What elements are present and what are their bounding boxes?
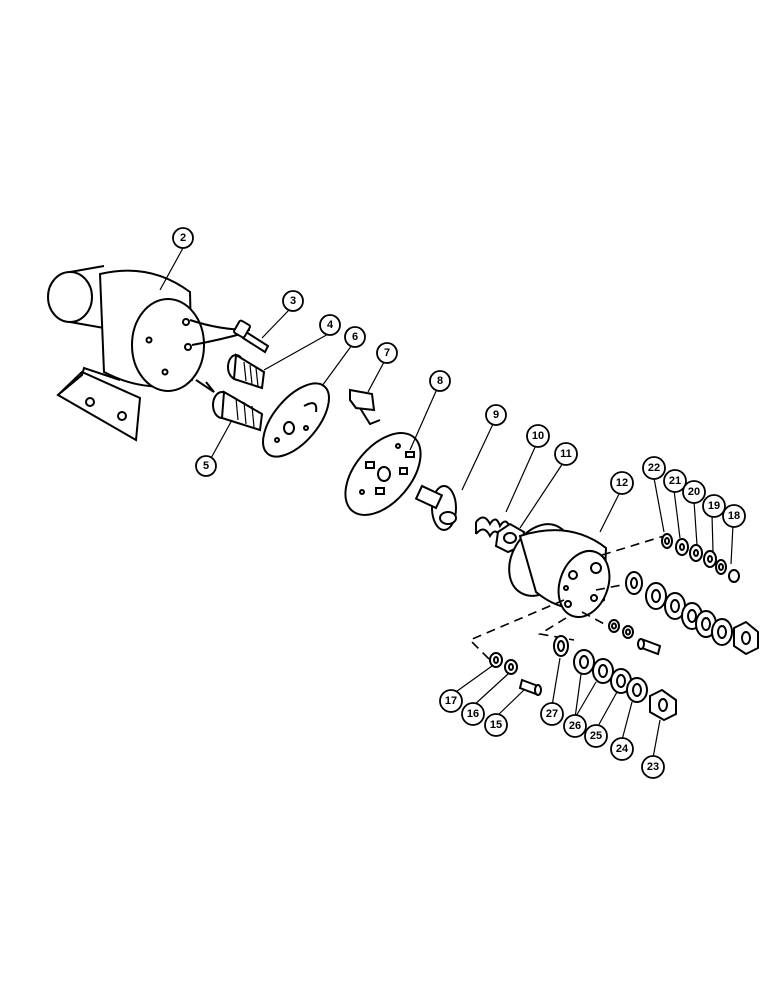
callout-23: 23: [641, 755, 665, 779]
svg-text:11: 11: [560, 448, 572, 460]
callout-11: 11: [554, 442, 578, 466]
callout-22: 22: [642, 456, 666, 480]
callout-27: 27: [540, 702, 564, 726]
callout-6: 6: [344, 326, 366, 348]
small-hardware-center: [608, 619, 662, 656]
callout-2: 2: [172, 227, 194, 249]
svg-text:6: 6: [352, 331, 358, 343]
svg-text:12: 12: [616, 477, 628, 489]
callout-25: 25: [584, 724, 608, 748]
svg-text:27: 27: [546, 708, 558, 720]
svg-text:17: 17: [445, 695, 457, 707]
callout-19: 19: [702, 494, 726, 518]
callout-17: 17: [439, 689, 463, 713]
leader-lines: [159, 247, 734, 759]
svg-text:10: 10: [532, 430, 544, 442]
svg-text:18: 18: [728, 510, 740, 522]
svg-text:20: 20: [688, 486, 700, 498]
stud-5: [212, 390, 264, 432]
svg-text:19: 19: [708, 500, 720, 512]
callout-12: 12: [610, 471, 634, 495]
svg-text:21: 21: [669, 475, 681, 487]
callout-21: 21: [663, 469, 687, 493]
svg-text:25: 25: [590, 730, 602, 742]
svg-text:7: 7: [384, 347, 390, 359]
svg-text:3: 3: [290, 295, 296, 307]
svg-text:8: 8: [437, 375, 443, 387]
callout-15: 15: [484, 713, 508, 737]
svg-text:15: 15: [490, 719, 502, 731]
callout-18: 18: [722, 504, 746, 528]
washer-stack-middle: [625, 571, 759, 656]
callout-10: 10: [526, 424, 550, 448]
svg-text:9: 9: [493, 409, 499, 421]
stud-4: [227, 353, 266, 390]
svg-text:26: 26: [569, 720, 581, 732]
svg-text:22: 22: [648, 462, 660, 474]
disc-6: [262, 382, 330, 458]
plunger-9: [414, 484, 457, 531]
callout-20: 20: [682, 480, 706, 504]
svg-text:16: 16: [467, 708, 479, 720]
callout-7: 7: [376, 342, 398, 364]
disc-8: [344, 432, 422, 516]
callout-16: 16: [461, 702, 485, 726]
svg-text:5: 5: [203, 460, 209, 472]
callout-8: 8: [429, 370, 451, 392]
washer-stack-upper: [661, 533, 740, 583]
washer-stack-lower: [553, 635, 677, 722]
clip-7: [349, 388, 381, 426]
svg-text:4: 4: [327, 319, 334, 331]
svg-text:2: 2: [180, 232, 186, 244]
solenoid-body: [47, 265, 251, 442]
cap-housing-12: [508, 523, 611, 618]
screw-3: [233, 319, 270, 354]
svg-text:24: 24: [616, 743, 629, 755]
callout-3: 3: [282, 290, 304, 312]
callout-5: 5: [195, 455, 217, 477]
small-hardware-left: [489, 652, 542, 696]
callout-26: 26: [563, 714, 587, 738]
callout-4: 4: [319, 314, 341, 336]
svg-text:23: 23: [647, 761, 659, 773]
callout-24: 24: [610, 737, 634, 761]
callout-9: 9: [485, 404, 507, 426]
